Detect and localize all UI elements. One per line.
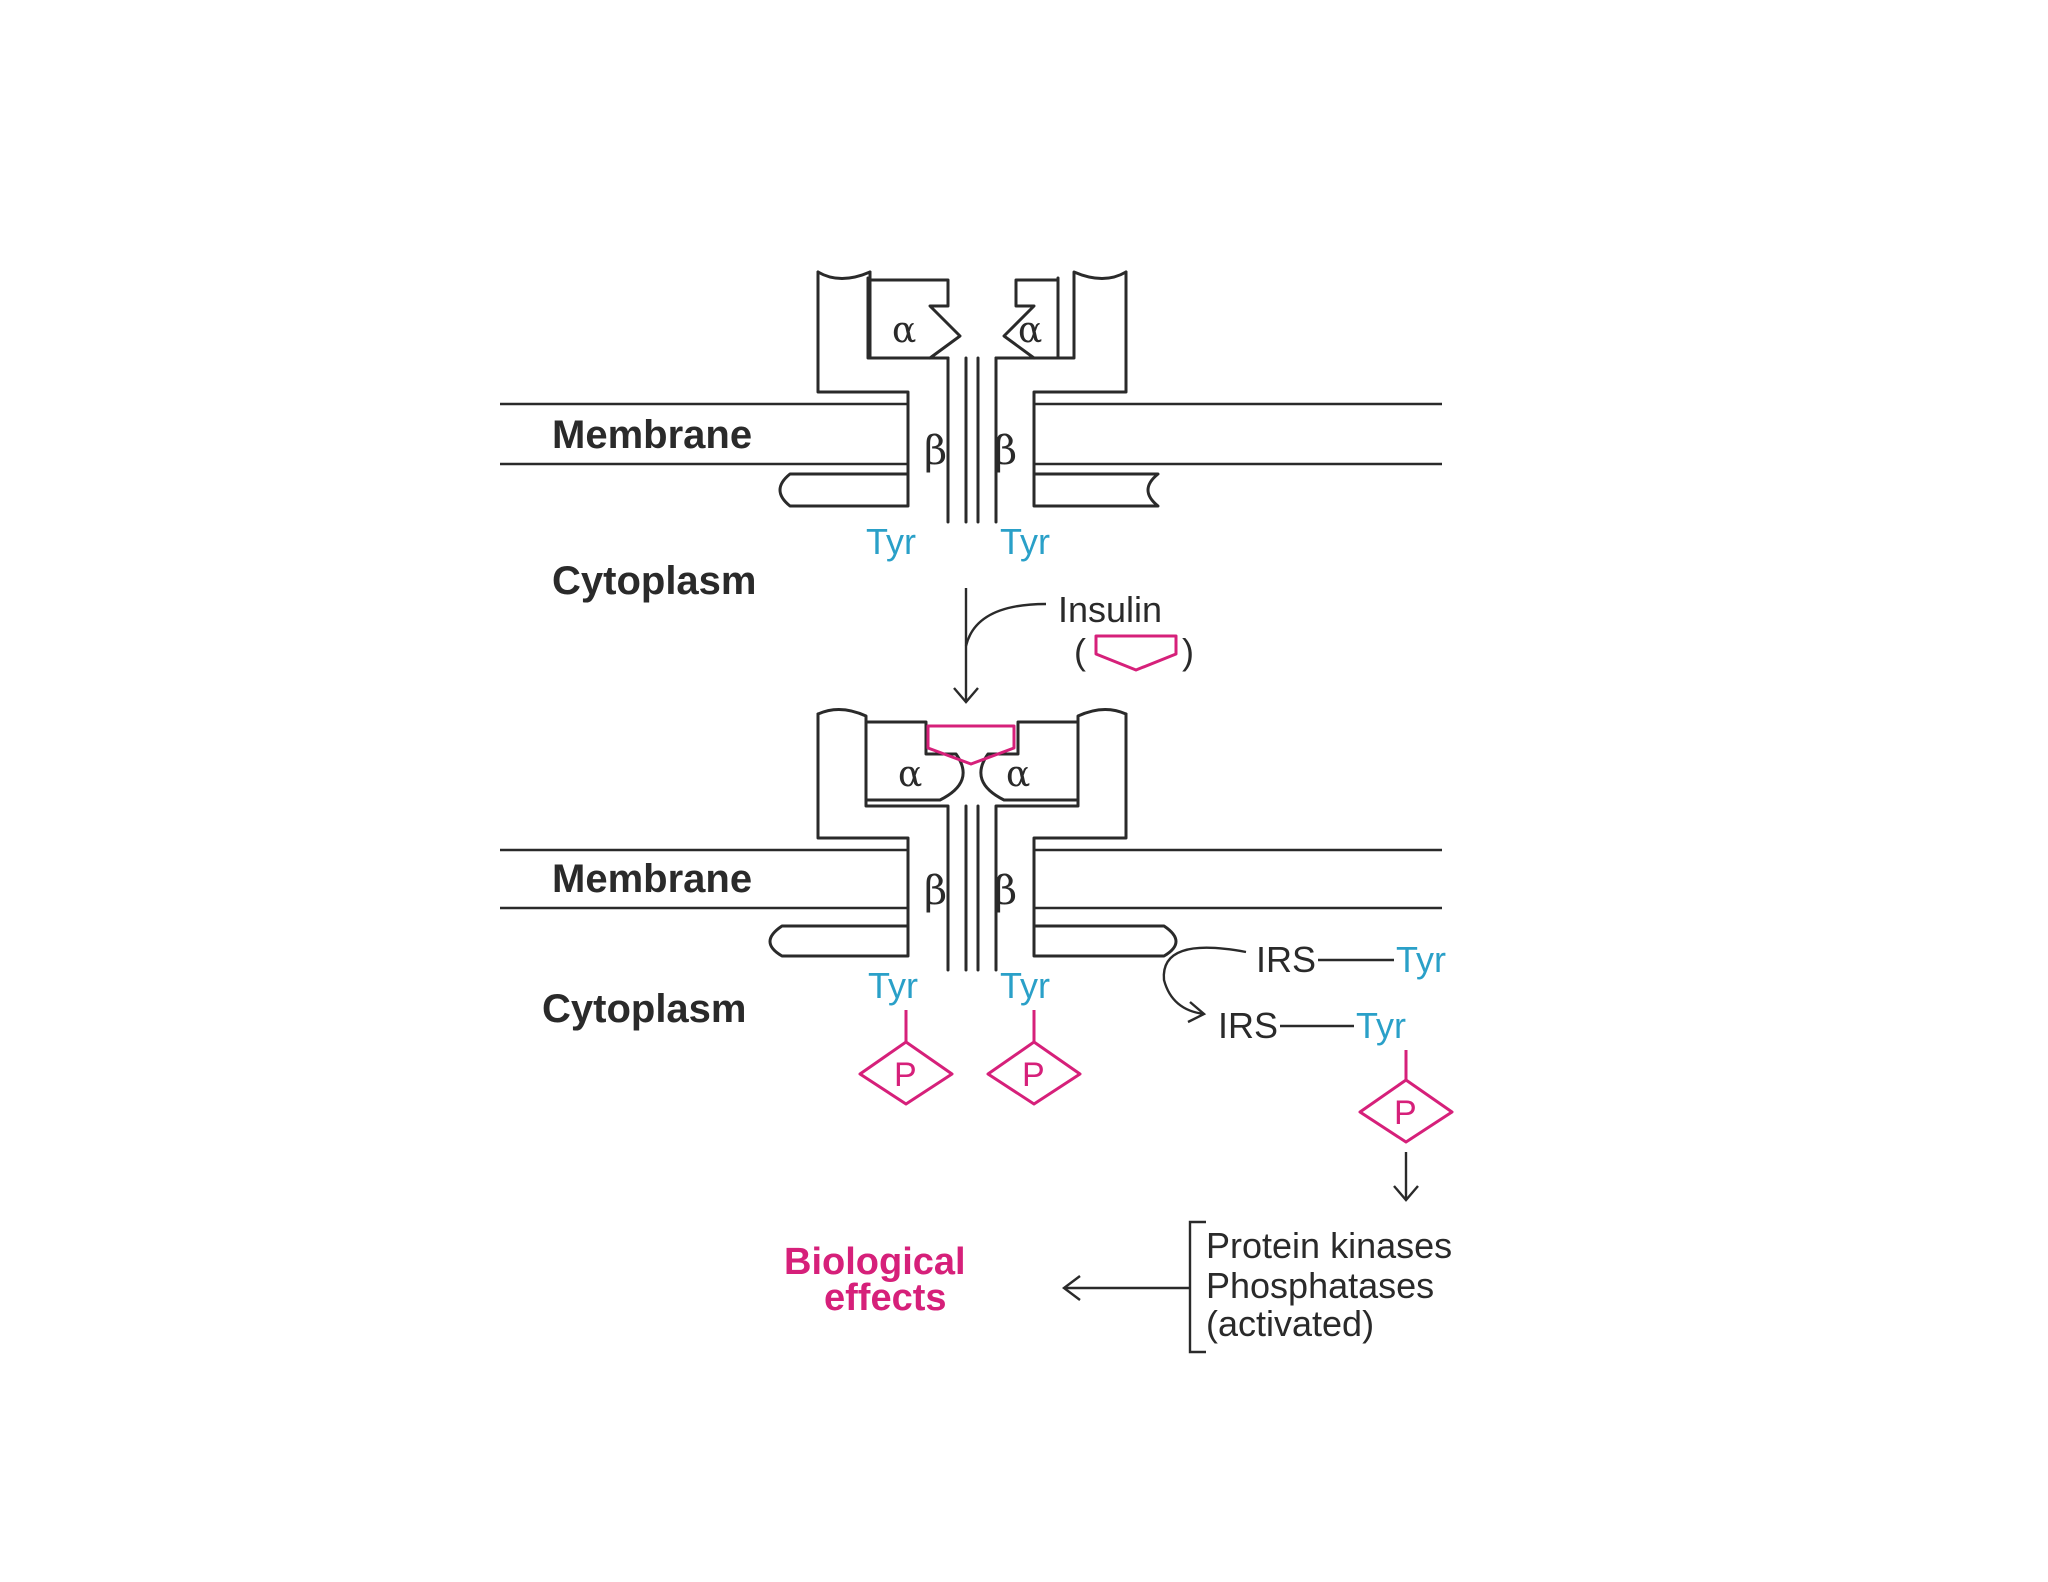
irs-down-arrow-head [1393, 1185, 1419, 1202]
irs-phospho-diamond [1358, 1078, 1454, 1144]
bottom-receptor-left-outer [816, 712, 910, 930]
top-alpha-left-box [868, 270, 962, 360]
bottom-alpha-right-label: α [1006, 754, 1030, 795]
irs-curve-arrowhead [1187, 1001, 1207, 1024]
phospho-right-label: P [1022, 1056, 1045, 1094]
insulin-binding-step: Insulin ( ) [953, 588, 1194, 704]
outcome-bracket [1188, 1220, 1206, 1354]
top-receptor-right-body [1032, 270, 1128, 476]
top-cytoplasm-label: Cytoplasm [552, 559, 757, 603]
top-cyto-curl-right [1032, 472, 1160, 508]
insulin-curve [964, 602, 1047, 647]
insulin-molecule-icon [1094, 634, 1178, 672]
top-alpha-right-box [1002, 278, 1060, 360]
bottom-beta-right-label: β [994, 868, 1017, 914]
top-receptor-left-box [866, 276, 950, 360]
top-membrane-label: Membrane [552, 413, 752, 457]
top-beta-right-label: β [994, 428, 1017, 474]
effects-line-2: effects [824, 1277, 947, 1319]
outcome-line-1: Protein kinases [1206, 1225, 1452, 1266]
bottom-alpha-left-box [864, 720, 965, 802]
binding-arrow-head [953, 687, 979, 704]
top-tyr-left-label: Tyr [866, 521, 916, 562]
top-receptor-left-body [816, 270, 910, 476]
top-cyto-curl-left [778, 472, 910, 508]
irs-pathway: IRS Tyr IRS Tyr P [1162, 939, 1454, 1202]
bottom-tyr-right-label: Tyr [1000, 965, 1050, 1006]
top-receptor-right-outline [994, 270, 1128, 524]
phospho-left-diamond [858, 1040, 954, 1106]
insulin-paren-open: ( [1074, 631, 1086, 672]
top-alpha-left-label: α [892, 310, 916, 351]
irs-before-label: IRS [1256, 939, 1316, 980]
irs-before-tyr: Tyr [1396, 939, 1446, 980]
outcome-block: Protein kinases Phosphatases (activated)… [784, 1220, 1452, 1354]
insulin-paren-close: ) [1182, 631, 1194, 672]
top-receptor-panel: Membrane Cytoplasm α α β β Tyr Tyr [500, 270, 1442, 603]
phospho-left-label: P [894, 1056, 917, 1094]
top-alpha-right-label: α [1018, 310, 1042, 351]
top-receptor-left-outline [816, 270, 950, 524]
irs-after-label: IRS [1218, 1005, 1278, 1046]
outcome-line-2: Phosphatases [1206, 1265, 1434, 1306]
bottom-receptor-left-body [816, 708, 950, 972]
irs-after-tyr: Tyr [1356, 1005, 1406, 1046]
top-tyr-right-label: Tyr [1000, 521, 1050, 562]
effects-arrow-head [1062, 1275, 1081, 1301]
bottom-membrane-label: Membrane [552, 857, 752, 901]
bound-insulin-icon [926, 724, 1016, 766]
bottom-cyto-extension [768, 924, 910, 958]
bottom-cytoplasm-label: Cytoplasm [542, 987, 747, 1031]
effects-line-1: Biological [784, 1241, 966, 1283]
bottom-tyr-left-label: Tyr [868, 965, 918, 1006]
top-beta-left-label: β [924, 428, 947, 474]
bottom-receptor-panel: Membrane Cytoplasm α α β β Tyr Tyr P P [500, 708, 1442, 1106]
insulin-label: Insulin [1058, 589, 1162, 630]
bottom-cyto-extension-right [1032, 924, 1178, 958]
bottom-alpha-left-label: α [898, 754, 922, 795]
irs-phospho-label: P [1394, 1094, 1417, 1132]
bottom-receptor-right-body [994, 708, 1128, 972]
phospho-right-diamond [986, 1040, 1082, 1106]
outcome-line-3: (activated) [1206, 1303, 1374, 1344]
bottom-beta-left-label: β [924, 868, 947, 914]
irs-curve-arrow [1162, 946, 1247, 1016]
bottom-receptor-right-outer [1032, 712, 1128, 930]
bottom-alpha-right-box [979, 720, 1080, 802]
top-receptor-right-box [994, 276, 1060, 360]
